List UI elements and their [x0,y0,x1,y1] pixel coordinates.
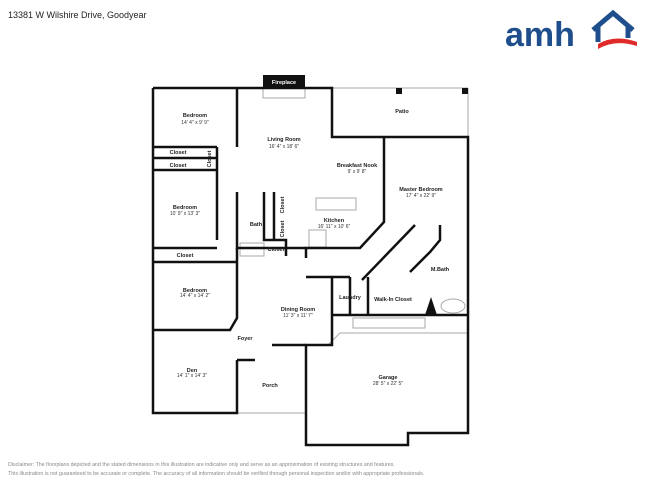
den-dim: 14' 1" x 14' 3" [177,373,207,379]
disclaimer: Disclaimer: The floorplans depicted and … [8,461,424,479]
master-bedroom-label: Master Bedroom [399,187,443,193]
property-address: 13381 W Wilshire Drive, Goodyear [8,10,147,20]
living-room-label: Living Room [267,137,300,143]
dining-room-dim: 11' 3" x 11' 7" [283,313,313,319]
bedroom3-dim: 14' 4" x 14' 2" [180,293,210,299]
bedroom1-label: Bedroom [183,113,207,119]
laundry-label: Laundry [339,295,362,301]
dining-room-label: Dining Room [281,307,315,313]
breakfast-nook-dim: 9' x 9' 8" [348,169,367,175]
closet-label: Closet [280,220,286,237]
garage-dim: 28' 5" x 22' 5" [373,381,403,387]
garage-label: Garage [379,375,398,381]
master-bedroom-dim: 17' 4" x 22' 9" [406,193,436,199]
svg-text:amh: amh [505,16,575,53]
fireplace-label: Fireplace [272,80,296,86]
breakfast-nook-label: Breakfast Nook [337,163,378,169]
bath-label: Bath [250,222,263,228]
closet-label: Closet [170,163,187,169]
foyer-label: Foyer [238,336,254,342]
closet-label: Closet [170,150,187,156]
kitchen-dim: 16' 11" x 10' 6" [318,224,351,230]
porch-label: Porch [262,383,278,389]
bedroom2-label: Bedroom [173,205,197,211]
bedroom2-dim: 10' 9" x 13' 3" [170,211,200,217]
master-bath-label: M.Bath [431,267,450,273]
closet-label: Closet [177,253,194,259]
patio-label: Patio [395,109,409,115]
amh-logo: amh [505,9,637,53]
den-label: Den [187,368,198,374]
closet-label: Closet [268,247,285,253]
disclaimer-line-2: This illustration is not guaranteed to b… [8,471,425,477]
fireplace-block [263,75,305,89]
walk-in-closet-label: Walk-In Closet [374,297,412,303]
living-room-dim: 16' 4" x 18' 6" [269,144,299,150]
kitchen-label: Kitchen [324,218,345,224]
bedroom1-dim: 14' 4" x 9' 9" [181,120,209,126]
disclaimer-line-1: Disclaimer: The floorplans depicted and … [8,462,395,468]
closet-label: Closet [207,150,213,167]
closet-label: Closet [280,196,286,213]
bedroom3-label: Bedroom [183,288,207,294]
